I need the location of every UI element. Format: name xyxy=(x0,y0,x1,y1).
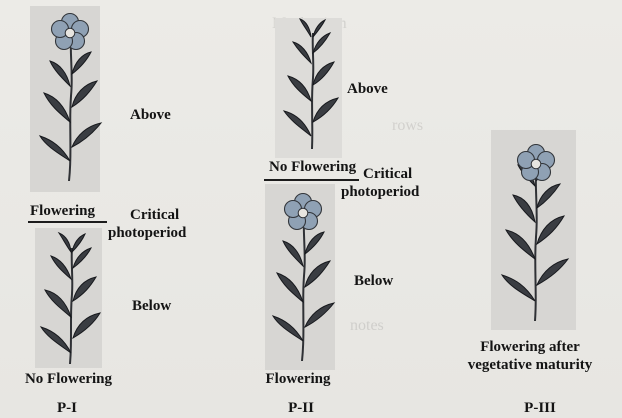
vegetative-plant xyxy=(280,18,342,153)
p3-caption-line-1: Flowering after xyxy=(463,340,597,355)
p3-caption-line-2: vegetative maturity xyxy=(445,358,615,373)
p2-critical-label: Critical xyxy=(363,167,412,182)
p2-no-flowering-label: No Flowering xyxy=(269,160,356,175)
vegetative-plant xyxy=(36,232,106,368)
flowering-plant xyxy=(494,135,575,325)
p2-critical-line xyxy=(264,179,359,181)
p2-below-label: Below xyxy=(354,274,393,289)
background-text: rows xyxy=(392,118,423,134)
p1-id-label: P-I xyxy=(50,401,84,416)
p2-id-label: P-II xyxy=(281,401,321,416)
p1-photoperiod-label: photoperiod xyxy=(108,226,186,241)
p1-flowering-label: Flowering xyxy=(30,204,95,219)
p1-below-label: Below xyxy=(132,299,171,314)
p3-id-label: P-III xyxy=(516,401,564,416)
flowering-plant xyxy=(33,8,108,186)
p1-result-label: No Flowering xyxy=(17,372,120,387)
p1-above-label: Above xyxy=(130,108,171,123)
p1-critical-label: Critical xyxy=(130,208,179,223)
flowering-plant xyxy=(266,186,341,366)
p2-above-label: Above xyxy=(347,82,388,97)
background-text: notes xyxy=(350,318,384,334)
p1-critical-line xyxy=(28,221,107,223)
p2-photoperiod-label: photoperiod xyxy=(341,185,419,200)
p2-result-label: Flowering xyxy=(252,372,344,387)
